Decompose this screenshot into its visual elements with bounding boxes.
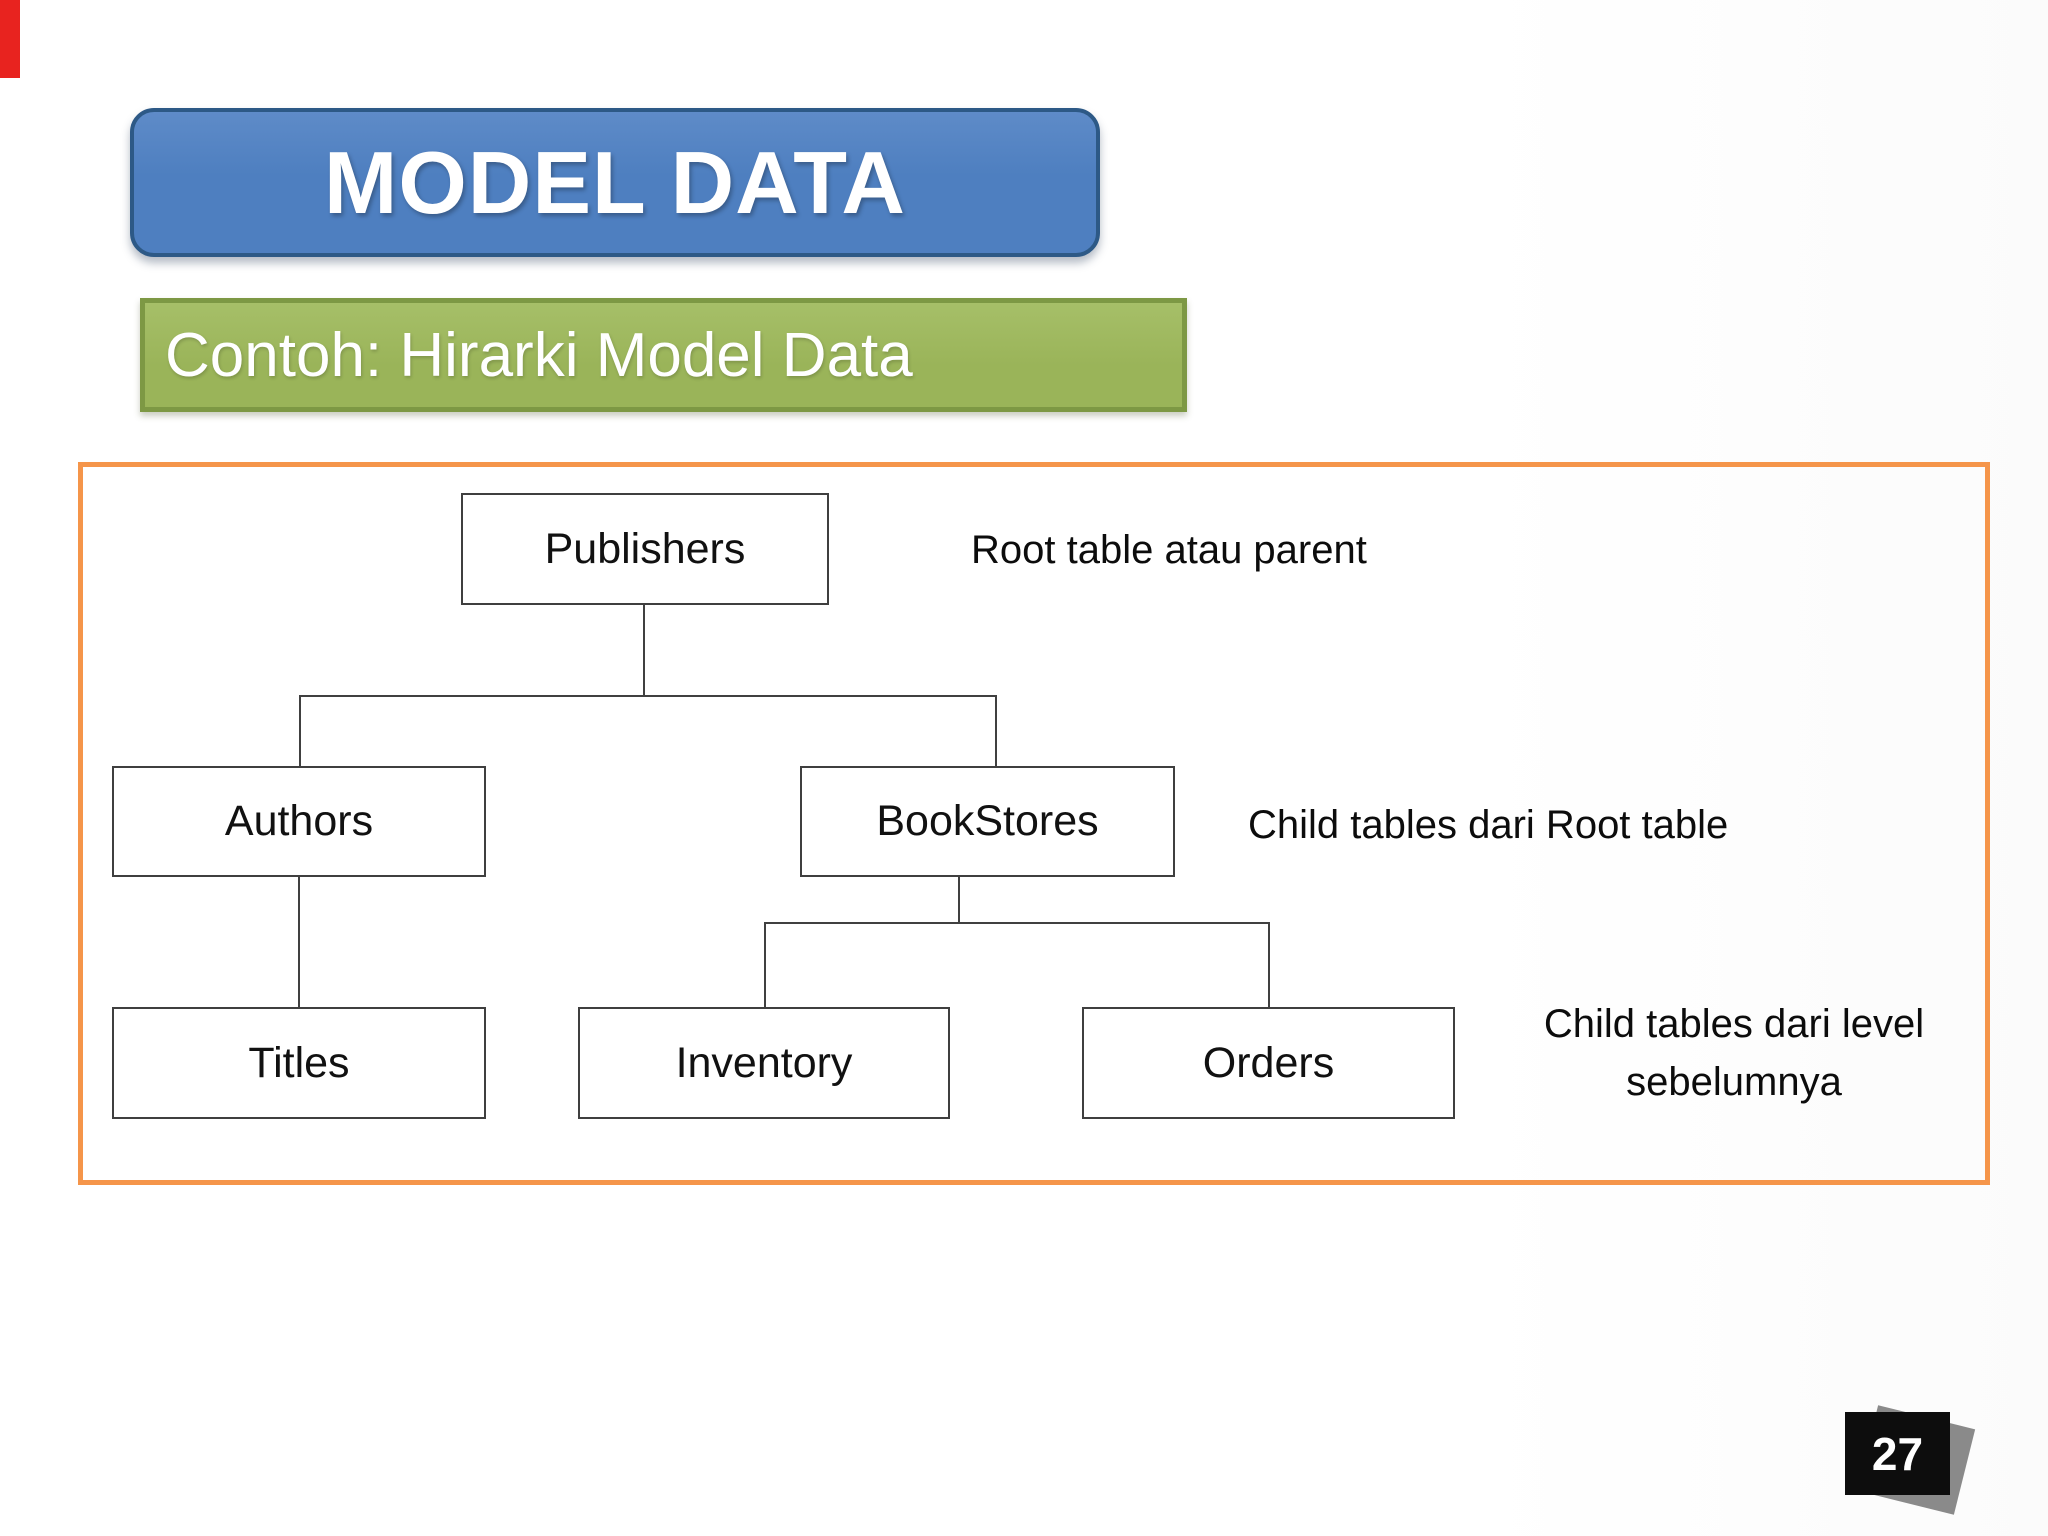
- node-titles: Titles: [112, 1007, 486, 1119]
- node-authors-label: Authors: [224, 797, 374, 845]
- connector-authors-to-titles: [298, 877, 300, 1007]
- red-corner-mark: [0, 0, 20, 78]
- slide-title: MODEL DATA: [324, 132, 906, 232]
- connector-level2-horizontal: [299, 695, 997, 697]
- annotation-child-tables: Child tables dari Root table: [1248, 803, 1729, 847]
- connector-to-bookstores: [995, 695, 997, 766]
- node-orders: Orders: [1082, 1007, 1455, 1119]
- node-publishers-label: Publishers: [544, 524, 746, 573]
- connector-publishers-down: [643, 605, 645, 697]
- node-titles-label: Titles: [248, 1038, 350, 1087]
- node-orders-label: Orders: [1202, 1038, 1335, 1087]
- connector-to-authors: [299, 695, 301, 766]
- connector-to-orders: [1268, 922, 1270, 1007]
- slide-subtitle: Contoh: Hirarki Model Data: [165, 320, 913, 390]
- diagram-frame: [78, 462, 1990, 1185]
- node-authors: Authors: [112, 766, 486, 877]
- page-number: 27: [1871, 1427, 1924, 1480]
- connector-level3-horizontal: [764, 922, 1270, 924]
- node-inventory-label: Inventory: [675, 1038, 853, 1087]
- node-bookstores: BookStores: [800, 766, 1175, 877]
- slide-subtitle-box: Contoh: Hirarki Model Data: [140, 298, 1187, 412]
- node-publishers: Publishers: [461, 493, 829, 605]
- node-inventory: Inventory: [578, 1007, 950, 1119]
- slide-title-box: MODEL DATA: [130, 108, 1100, 257]
- page-number-badge: 27: [1845, 1412, 1950, 1495]
- annotation-grandchild-tables: Child tables dari level sebelumnya: [1543, 1002, 1925, 1104]
- connector-to-inventory: [764, 922, 766, 1007]
- connector-bookstores-down: [958, 877, 960, 924]
- annotation-root-table: Root table atau parent: [971, 528, 1367, 572]
- node-bookstores-label: BookStores: [876, 797, 1099, 845]
